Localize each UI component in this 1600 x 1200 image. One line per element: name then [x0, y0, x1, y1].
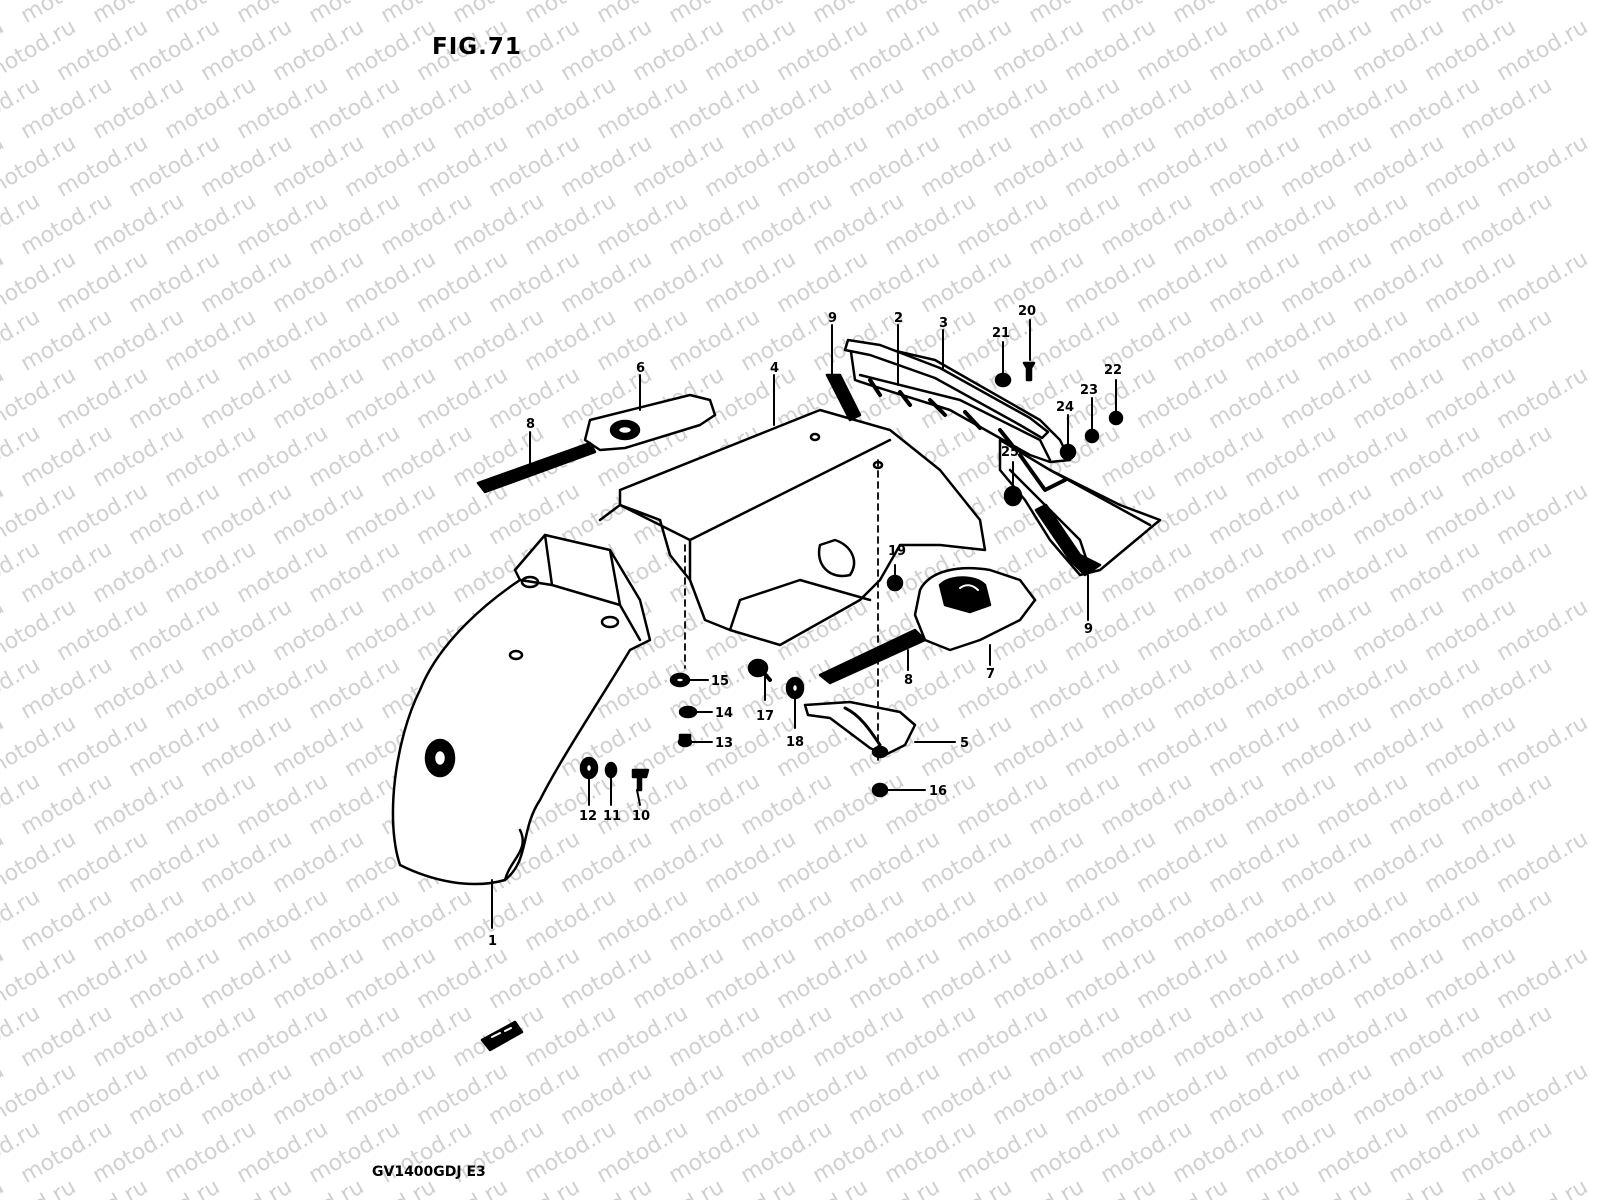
nut-14-icon [678, 705, 698, 719]
screw-22-icon [1108, 410, 1124, 426]
callout-7: 7 [986, 667, 995, 682]
figure-title: FIG.71 [432, 34, 522, 60]
leader-lines [491, 319, 1117, 929]
callout-6: 6 [636, 361, 645, 376]
callout-labels: 1 2 3 4 5 6 7 8 8 9 9 10 11 12 13 14 15 … [488, 304, 1122, 949]
callout-21: 21 [992, 326, 1010, 341]
callout-3: 3 [939, 316, 948, 331]
trim-strip-part [843, 338, 1050, 440]
nut-24-icon [1059, 443, 1077, 461]
callout-18: 18 [786, 735, 804, 750]
callout-9-upper: 9 [828, 311, 837, 326]
upper-cover-part [848, 343, 1072, 464]
decal-part [480, 1020, 524, 1052]
rubber-strip-upper-part [825, 373, 862, 422]
rear-fender-part [391, 533, 652, 886]
left-bracket-part [583, 393, 717, 452]
callout-5: 5 [960, 736, 969, 751]
callout-9-lower: 9 [1084, 622, 1093, 637]
callout-25: 25 [1001, 445, 1019, 460]
under-tray-part [598, 408, 987, 647]
callout-8-left: 8 [526, 417, 535, 432]
fasteners-group [579, 361, 1124, 798]
callout-15: 15 [711, 674, 729, 689]
callout-16: 16 [929, 784, 947, 799]
callout-4: 4 [770, 361, 779, 376]
bolt-10-icon [631, 768, 650, 792]
callout-8-right: 8 [904, 673, 913, 688]
callout-20: 20 [1018, 304, 1036, 319]
callout-1: 1 [488, 934, 497, 949]
right-bracket-part [913, 566, 1037, 652]
mount-bracket-part [803, 700, 917, 759]
callout-24: 24 [1056, 400, 1074, 415]
model-code-footer: GV1400GDJ E3 [372, 1164, 486, 1180]
right-strip-part [818, 628, 927, 685]
callout-2: 2 [894, 311, 903, 326]
left-strip-part [476, 441, 597, 494]
nut-11-icon [604, 761, 618, 779]
screw-20-icon [1022, 361, 1036, 382]
callout-23: 23 [1080, 383, 1098, 398]
washer-23-icon [1084, 428, 1100, 444]
grommet-25-icon [1003, 485, 1023, 507]
callout-11: 11 [603, 809, 621, 824]
rubber-strip-lower-part [1034, 503, 1102, 577]
nut-21-icon [994, 372, 1012, 388]
bolt-16-icon [871, 782, 889, 798]
callout-19: 19 [888, 544, 906, 559]
callout-10: 10 [632, 809, 650, 824]
callout-14: 14 [715, 706, 733, 721]
callout-22: 22 [1104, 363, 1122, 378]
callout-17: 17 [756, 709, 774, 724]
callout-12: 12 [579, 809, 597, 824]
callout-13: 13 [715, 736, 733, 751]
